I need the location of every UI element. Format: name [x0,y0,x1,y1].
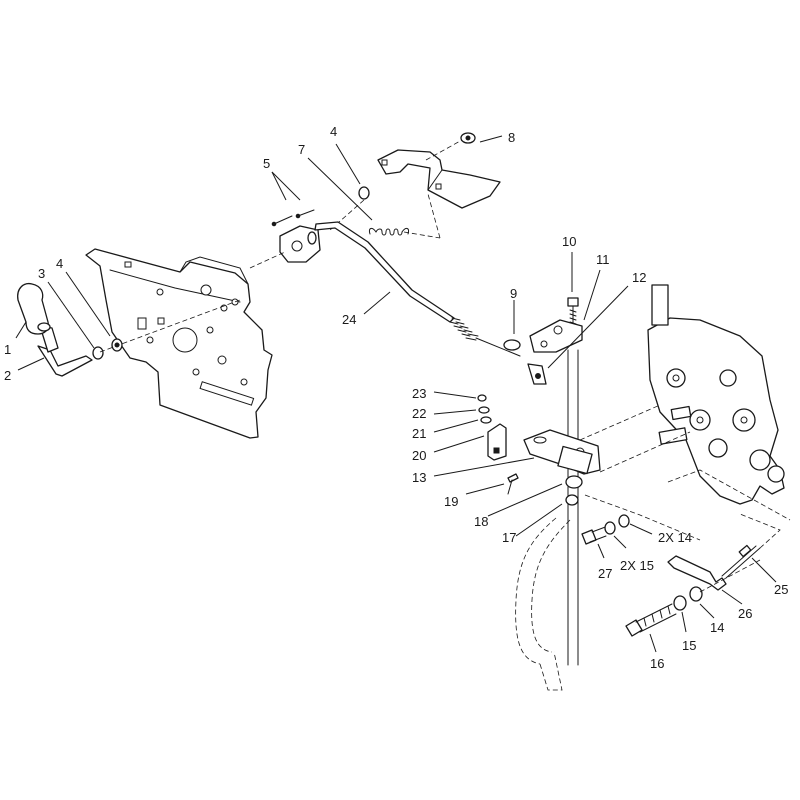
callout-9: 9 [510,286,517,301]
callout-18: 18 [474,514,488,529]
washers-21-23 [477,394,492,424]
callout-2: 2 [4,368,11,383]
link-rod [667,513,781,591]
callout-24: 24 [342,312,356,327]
callout-8: 8 [508,130,515,145]
washers-3-4 [92,338,123,360]
drag-link [515,517,571,691]
small-bracket-20 [487,423,507,461]
callout-3: 3 [38,266,45,281]
callout-16: 16 [650,656,664,671]
callout-10: 10 [562,234,576,249]
callout-25: 25 [774,582,788,597]
callout-11: 11 [596,252,610,267]
transmission [647,284,785,505]
bolt-27 [581,514,630,545]
callout-23: 23 [412,386,426,401]
callout-1: 1 [4,342,11,357]
callout-19: 19 [444,494,458,509]
side-plate [85,248,273,439]
callout-26: 26 [738,606,752,621]
callout-15: 15 [682,638,696,653]
callout-2x15: 2X 15 [620,558,654,573]
callout-27: 27 [598,566,612,581]
callout-14: 14 [710,620,724,635]
nut-17 [565,475,583,506]
callout-20: 20 [412,448,426,463]
callout-7: 7 [298,142,305,157]
callout-4: 4 [56,256,63,271]
control-rod [314,221,521,357]
extension-spring [369,227,409,236]
callouts: 1 2 3 4 4 5 7 8 9 10 11 12 13 14 2X 14 1… [4,124,788,671]
callout-5: 5 [263,156,270,171]
callout-4: 4 [330,124,337,139]
rod-end [503,339,547,385]
bolt-16 [625,586,703,637]
bolt-10 [567,297,579,331]
callout-12: 12 [632,270,646,285]
callout-13: 13 [412,470,426,485]
control-arm [523,429,601,475]
callout-17: 17 [502,530,516,545]
lever-knob [17,282,51,335]
callout-22: 22 [412,406,426,421]
pivot-plate [529,319,583,353]
leader-lines [15,135,777,653]
lock-nut [358,186,370,200]
callout-21: 21 [412,426,426,441]
vertical-shaft [567,349,579,666]
screw-19 [507,473,519,495]
callout-2x14: 2X 14 [658,530,692,545]
mount-bracket [377,132,501,209]
